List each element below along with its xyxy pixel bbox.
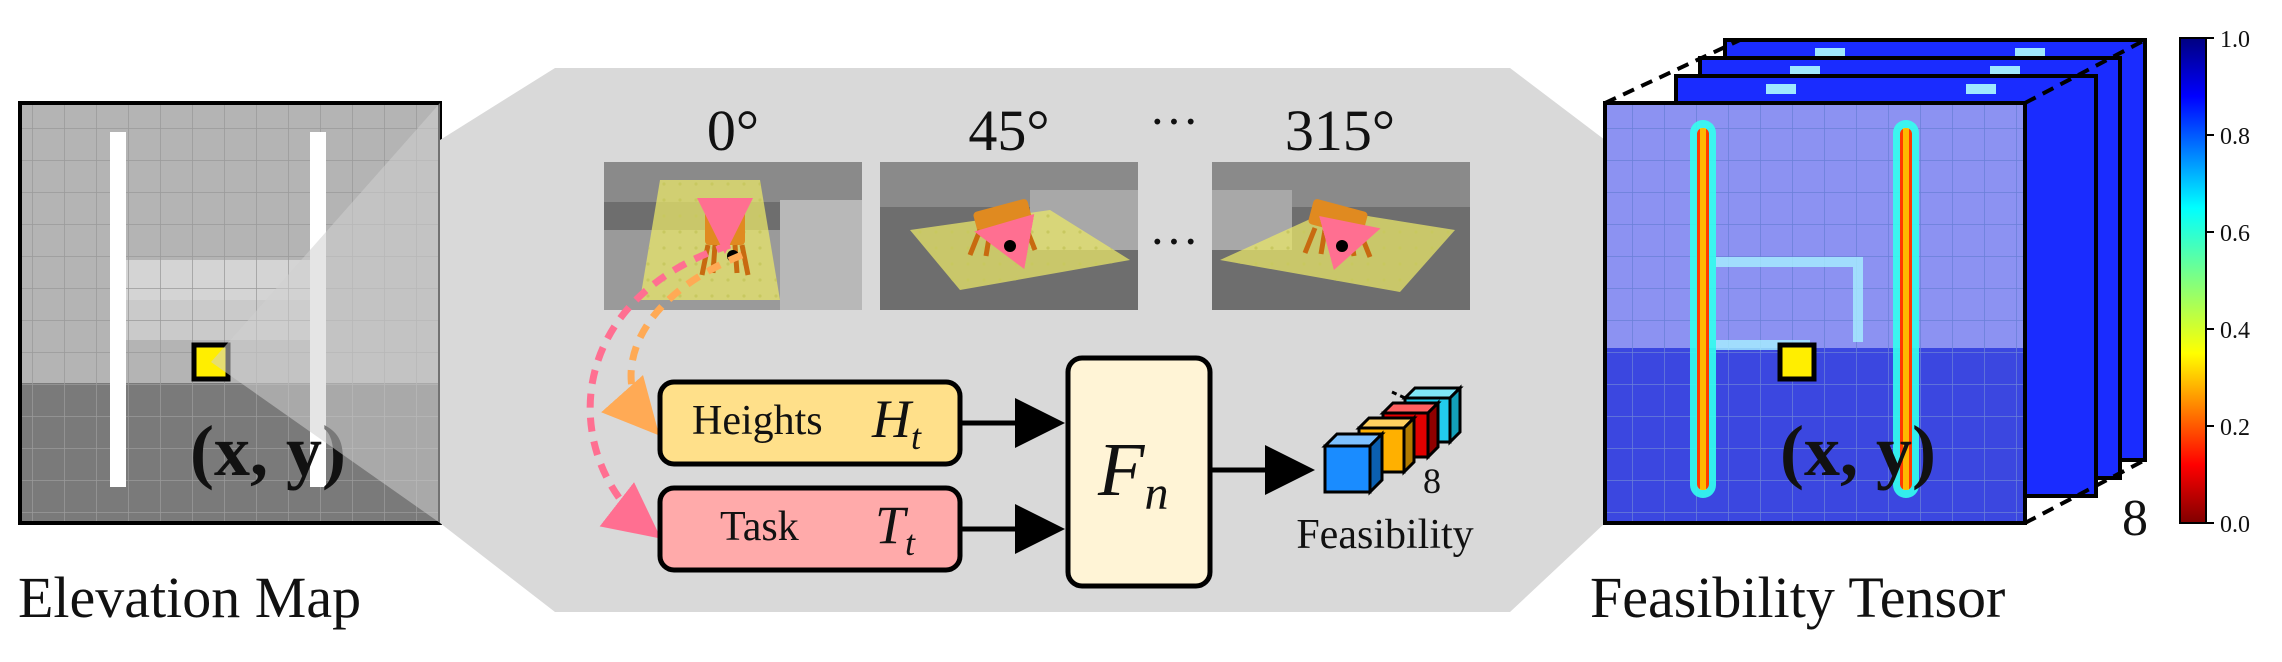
colorbar-tick-label: 0.8 — [2220, 124, 2250, 150]
orientation-label-0: 0° — [707, 98, 759, 163]
feasibility-output-label: Feasibility — [1296, 512, 1473, 558]
orientation-label-315: 315° — [1285, 98, 1395, 163]
colorbar-ticks: 1.0 0.8 0.6 0.4 0.2 0.0 — [2206, 27, 2250, 538]
model-symbol: Fn — [1097, 428, 1168, 520]
tensor-front-border — [1603, 101, 2027, 525]
orientation-thumbnail-45 — [880, 162, 1138, 310]
orientation-ellipsis-top: ··· — [1149, 93, 1199, 149]
tensor-point-marker — [1777, 342, 1817, 382]
heights-flow-arrow — [601, 251, 744, 436]
colorbar-tick-label: 0.6 — [2220, 221, 2250, 247]
heights-box — [657, 379, 963, 467]
elevation-map-title: Elevation Map — [18, 565, 361, 630]
colorbar-tick-label: 0.2 — [2220, 415, 2250, 441]
heights-label: Heights — [692, 398, 823, 444]
colorbar-tick-label: 0.4 — [2220, 318, 2250, 344]
task-symbol: Tt — [875, 495, 916, 563]
cube-blue — [1321, 430, 1386, 496]
tensor-point-label: (x, y) — [1780, 411, 1936, 491]
task-box — [657, 485, 963, 573]
colorbar-tick-label: 1.0 — [2220, 27, 2250, 53]
feasibility-model: Fn — [1065, 355, 1213, 589]
tensor-depth-label: 8 — [2122, 490, 2148, 547]
orientation-thumbnail-0 — [604, 162, 862, 310]
task-flow-arrow — [586, 241, 732, 539]
heights-input: Heights Ht — [657, 379, 963, 467]
orientation-thumbnail-315 — [1212, 162, 1470, 310]
projection-cone-left — [211, 103, 440, 523]
orientation-ellipsis-mid: ··· — [1149, 213, 1199, 269]
colorbar-gradient — [2179, 37, 2207, 524]
colorbar: 1.0 0.8 0.6 0.4 0.2 0.0 — [2179, 27, 2250, 538]
orientation-label-45: 45° — [968, 98, 1049, 163]
tensor-layer-front: (x, y) — [1603, 101, 2027, 525]
feasibility-tensor-title: Feasibility Tensor — [1590, 565, 2005, 630]
cube-count-label: 8 — [1423, 461, 1441, 501]
heights-symbol: Ht — [871, 389, 922, 457]
task-input: Task Tt — [657, 485, 963, 573]
feasibility-tensor: (x, y) 8 Feasibility Tensor — [1590, 38, 2148, 630]
model-box — [1065, 355, 1213, 589]
task-label: Task — [720, 504, 799, 550]
elevation-wall-left — [110, 132, 126, 487]
orientation-views: 0° 45° 315° ··· ··· — [604, 93, 1470, 310]
colorbar-tick-label: 0.0 — [2220, 512, 2250, 538]
feasibility-output-cubes: 8 Feasibility — [1296, 384, 1474, 558]
